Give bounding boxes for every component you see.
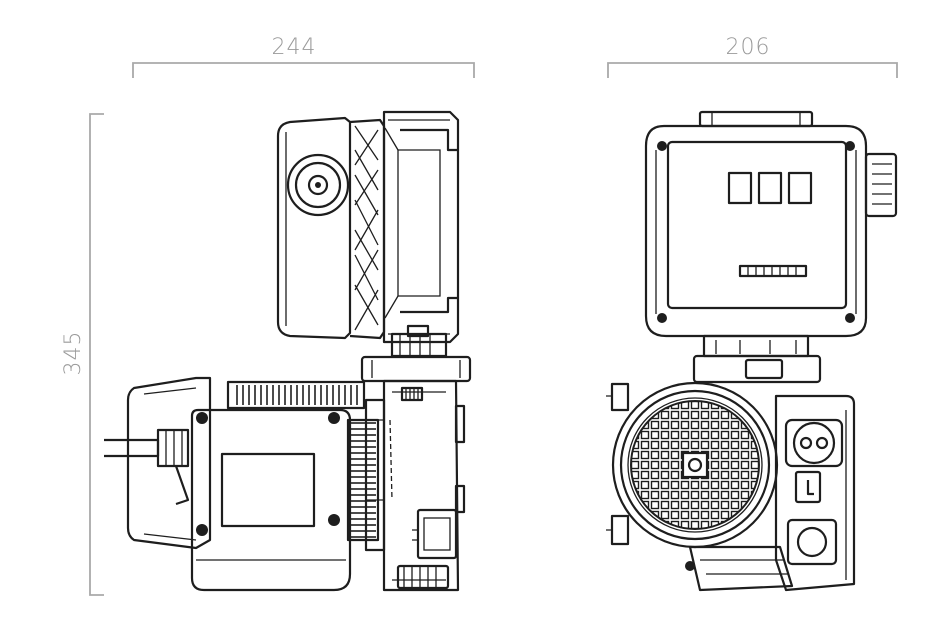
side-control-box [276, 110, 460, 358]
front-view [606, 110, 898, 592]
front-led-strip [738, 264, 808, 278]
front-switch-icon [794, 470, 822, 504]
dimension-front-width-label: 206 [726, 35, 771, 60]
front-display-panel [666, 140, 848, 310]
front-digit-2 [757, 171, 783, 205]
fan-hub [681, 451, 709, 479]
side-screw-icon [406, 324, 430, 338]
side-valve-block [416, 508, 458, 560]
side-view [104, 110, 472, 592]
side-motor [104, 376, 386, 592]
front-control-box [644, 110, 898, 338]
dimension-side-width-label: 244 [272, 35, 317, 60]
front-digit-3 [787, 171, 813, 205]
dimension-height-label: 345 [61, 331, 86, 376]
front-side-connector [864, 152, 898, 218]
front-neck [692, 334, 822, 384]
side-flange [360, 355, 472, 383]
side-label-plate [220, 452, 316, 528]
front-valve-fitting [784, 418, 844, 468]
side-pump-head [382, 379, 466, 592]
dimension-front-width: 206 [607, 35, 898, 78]
dimension-height: 345 [61, 113, 104, 596]
side-terminal-box [190, 408, 352, 592]
dimension-side-width: 244 [132, 35, 475, 78]
front-digit-1 [727, 171, 753, 205]
front-motor [606, 381, 794, 592]
front-pump-head [774, 394, 856, 592]
side-knob-icon [286, 153, 350, 217]
